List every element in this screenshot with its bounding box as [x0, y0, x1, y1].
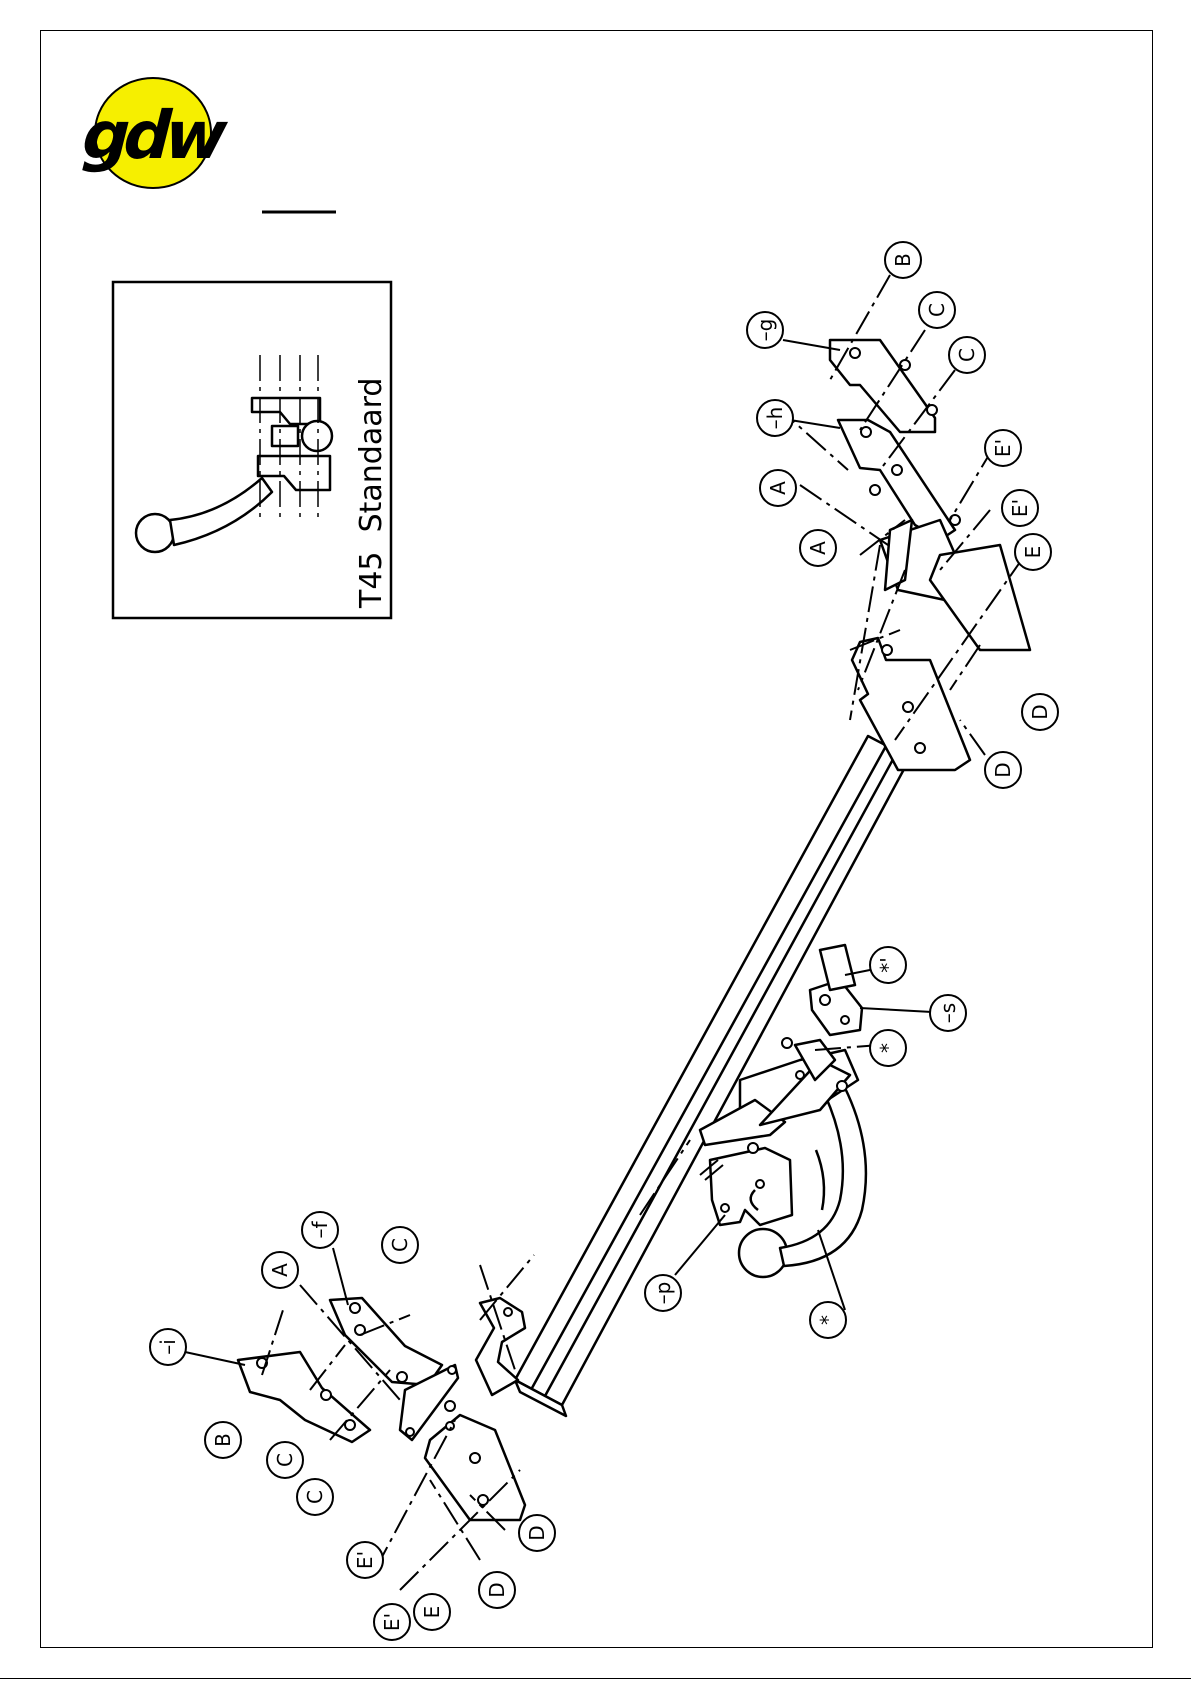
- svg-text:A: A: [268, 1263, 292, 1277]
- callout-D-top-2: D: [985, 752, 1021, 788]
- plate-f: [330, 1298, 442, 1385]
- callout-D-bottom-2: D: [519, 1515, 555, 1551]
- svg-text:C: C: [303, 1490, 327, 1504]
- callout-h: –h: [757, 400, 793, 436]
- callout-B-bottom: B: [205, 1422, 241, 1458]
- svg-text:*: *: [876, 1043, 900, 1053]
- callout-C-bottom-1: C: [382, 1227, 418, 1263]
- callout-A-top-2: A: [800, 530, 836, 566]
- svg-text:*': *': [876, 957, 900, 973]
- svg-text:–s: –s: [936, 1003, 960, 1023]
- callout-p: –p: [645, 1275, 681, 1311]
- svg-text:E': E': [380, 1613, 404, 1631]
- callout-star-1: *': [870, 947, 906, 983]
- svg-text:E: E: [420, 1606, 444, 1619]
- callout-D-bottom-1: D: [479, 1572, 515, 1608]
- svg-text:–i: –i: [156, 1339, 180, 1355]
- svg-text:C: C: [925, 303, 949, 317]
- inset-standard-model: T45 Standaard: [113, 282, 391, 618]
- svg-text:D: D: [485, 1582, 509, 1597]
- towball: [739, 1229, 787, 1277]
- svg-text:E': E': [353, 1551, 377, 1569]
- callout-A-top-1: A: [760, 470, 796, 506]
- inset-towball: [136, 514, 174, 552]
- callout-g: –g: [747, 312, 783, 348]
- svg-text:D: D: [991, 762, 1015, 777]
- svg-text:C: C: [388, 1238, 412, 1252]
- svg-text:E: E: [1021, 546, 1045, 559]
- callout-star-3: *: [810, 1302, 846, 1338]
- inset-frame: [113, 282, 391, 618]
- svg-text:D: D: [1028, 704, 1052, 719]
- svg-text:E': E': [1008, 499, 1032, 517]
- callout-A-bottom: A: [262, 1252, 298, 1288]
- callout-star-2: *: [870, 1030, 906, 1066]
- svg-text:E': E': [991, 439, 1015, 457]
- callout-E1-bottom-1: E': [347, 1542, 383, 1578]
- callout-E-top: E: [1015, 534, 1051, 570]
- bracket-i: [238, 1352, 370, 1442]
- svg-text:–f: –f: [308, 1221, 332, 1239]
- inset-ball-rear: [302, 421, 332, 451]
- svg-text:–g: –g: [753, 319, 777, 342]
- svg-text:D: D: [525, 1525, 549, 1540]
- flange-p: [710, 1148, 792, 1225]
- svg-text:A: A: [806, 541, 830, 555]
- callout-C-top-1: C: [919, 292, 955, 328]
- callout-D-top-1: D: [1022, 694, 1058, 730]
- plate-e-left: [425, 1415, 525, 1520]
- svg-text:B: B: [891, 253, 915, 267]
- logo-text: gdw: [74, 97, 235, 174]
- svg-text:–p: –p: [651, 1282, 675, 1305]
- callout-s: –s: [930, 995, 966, 1031]
- svg-text:A: A: [766, 481, 790, 495]
- svg-text:C: C: [955, 348, 979, 362]
- inset-socket: [272, 426, 298, 446]
- inset-model-label: T45 Standaard: [354, 378, 389, 609]
- left-side-plate: [476, 1298, 525, 1395]
- svg-text:*: *: [816, 1315, 840, 1325]
- callout-E1-top-1: E': [985, 430, 1021, 466]
- callout-E1-top-2: E': [1002, 490, 1038, 526]
- svg-text:B: B: [211, 1433, 235, 1447]
- callout-C-bottom-2: C: [267, 1442, 303, 1478]
- callout-i: –i: [150, 1329, 186, 1365]
- svg-text:–h: –h: [763, 407, 787, 430]
- callout-E1-bottom-2: E': [374, 1604, 410, 1640]
- side-plate-left: [476, 1298, 525, 1395]
- callout-f: –f: [302, 1212, 338, 1248]
- callout-C-top-2: C: [949, 337, 985, 373]
- svg-text:C: C: [273, 1453, 297, 1467]
- plate-e-right: [930, 545, 1030, 650]
- callout-B-top: B: [885, 242, 921, 278]
- callout-E-bottom: E: [414, 1594, 450, 1630]
- gdw-logo: gdw: [74, 78, 235, 188]
- callout-C-bottom-3: C: [297, 1479, 333, 1515]
